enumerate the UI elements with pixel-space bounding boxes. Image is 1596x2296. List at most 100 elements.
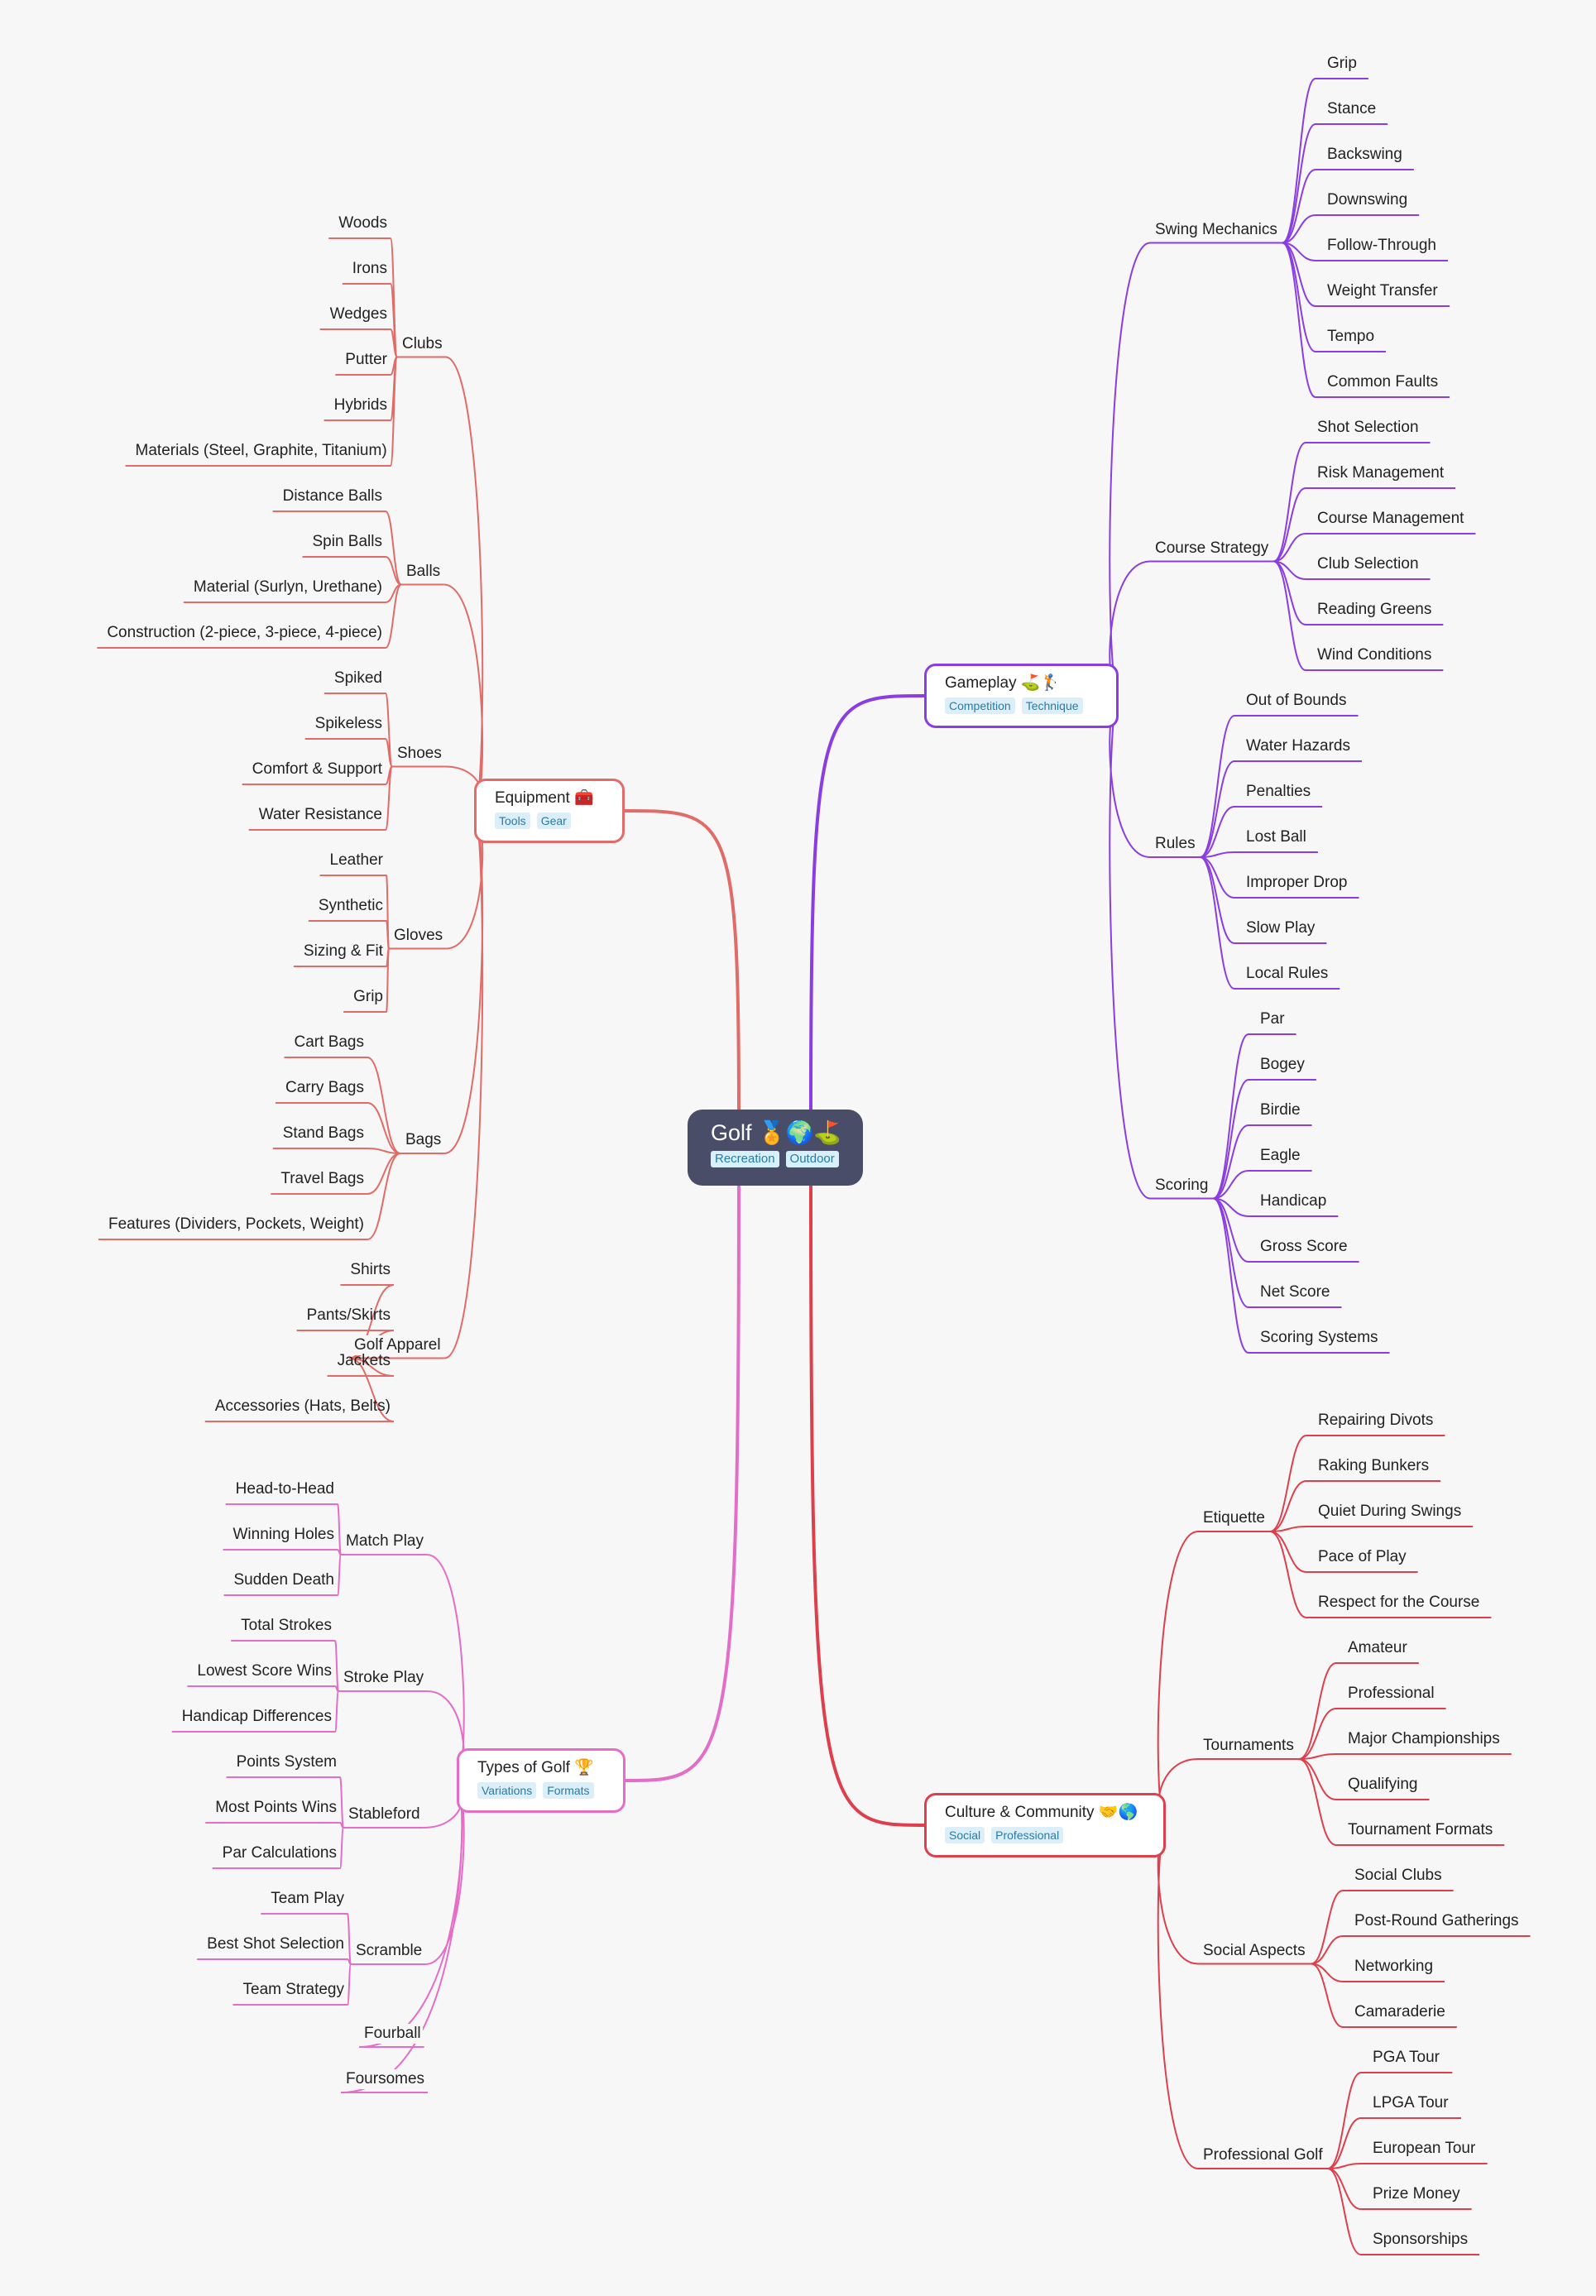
leaf-item[interactable]: Local Rules [1246,965,1329,982]
leaf-item[interactable]: Backswing [1327,146,1402,163]
subtopic-rules[interactable]: Rules [1153,834,1197,854]
leaf-item[interactable]: Bogey [1260,1056,1305,1073]
leaf-item[interactable]: Stand Bags [282,1124,364,1142]
leaf-item[interactable]: Respect for the Course [1318,1594,1480,1611]
leaf-item[interactable]: Features (Dividers, Pockets, Weight) [108,1215,364,1233]
subtopic-scramble[interactable]: Scramble [354,1941,424,1961]
leaf-item[interactable]: Construction (2-piece, 3-piece, 4-piece) [107,624,382,641]
subtopic-clubs[interactable]: Clubs [400,333,444,354]
leaf-item[interactable]: Professional [1348,1685,1435,1702]
leaf-item[interactable]: Downswing [1327,191,1408,209]
subtopic-swing-mechanics[interactable]: Swing Mechanics [1153,219,1279,240]
leaf-item[interactable]: PGA Tour [1373,2049,1440,2066]
leaf-item[interactable]: Water Resistance [258,806,382,823]
leaf-item[interactable]: Sizing & Fit [303,942,383,960]
subtopic-shoes[interactable]: Shoes [395,743,443,764]
subtopic-golf-apparel[interactable]: Golf Apparel [352,1335,443,1355]
subtopic-balls[interactable]: Balls [405,561,443,582]
subtopic-stroke-play[interactable]: Stroke Play [342,1668,426,1688]
leaf-item[interactable]: Materials (Steel, Graphite, Titanium) [135,442,387,459]
leaf-item[interactable]: LPGA Tour [1373,2094,1449,2111]
subtopic-scoring[interactable]: Scoring [1153,1175,1210,1196]
subtopic-professional-golf[interactable]: Professional Golf [1201,2145,1325,2165]
leaf-item[interactable]: Grip [353,988,383,1005]
leaf-item[interactable]: Stance [1327,100,1377,117]
leaf-item[interactable]: Distance Balls [282,487,382,505]
leaf-item[interactable]: Tournament Formats [1348,1821,1493,1838]
leaf-item[interactable]: Grip [1327,55,1357,72]
leaf-item[interactable]: Networking [1354,1958,1434,1975]
leaf-item[interactable]: Synthetic [318,897,383,914]
leaf-item[interactable]: Travel Bags [280,1170,364,1187]
leaf-item[interactable]: Wind Conditions [1317,646,1432,664]
leaf-item[interactable]: Follow-Through [1327,237,1436,254]
leaf-item[interactable]: Lost Ball [1246,828,1306,846]
leaf-item[interactable]: Scoring Systems [1260,1329,1378,1346]
leaf-item[interactable]: Par [1260,1010,1285,1028]
leaf-item[interactable]: Head-to-Head [235,1480,334,1498]
leaf-item[interactable]: Handicap Differences [181,1708,332,1725]
subtopic-social-aspects[interactable]: Social Aspects [1201,1940,1307,1961]
leaf-item[interactable]: Pace of Play [1318,1548,1407,1565]
subtopic-gloves[interactable]: Gloves [392,925,445,946]
leaf-item[interactable]: Repairing Divots [1318,1412,1434,1429]
leaf-item[interactable]: Water Hazards [1246,737,1350,755]
leaf-item[interactable]: Reading Greens [1317,601,1432,618]
leaf-item[interactable]: Winning Holes [232,1526,335,1543]
leaf-item[interactable]: Slow Play [1246,919,1316,937]
leaf-item[interactable]: Spiked [333,669,382,687]
leaf-item[interactable]: Improper Drop [1246,874,1348,891]
leaf-item[interactable]: Leather [329,851,383,869]
subtopic-course-strategy[interactable]: Course Strategy [1153,538,1271,558]
subtopic-fourball[interactable]: Fourball [362,2024,423,2044]
leaf-item[interactable]: Eagle [1260,1147,1301,1164]
leaf-item[interactable]: Handicap [1260,1192,1327,1210]
leaf-item[interactable]: Camaraderie [1354,2003,1445,2020]
leaf-item[interactable]: Accessories (Hats, Belts) [214,1397,391,1415]
leaf-item[interactable]: Weight Transfer [1327,282,1438,300]
leaf-item[interactable]: Hybrids [333,396,387,414]
subtopic-stableford[interactable]: Stableford [347,1805,422,1824]
subtopic-etiquette[interactable]: Etiquette [1201,1508,1267,1528]
leaf-item[interactable]: Shot Selection [1317,419,1419,436]
leaf-item[interactable]: Putter [345,351,387,368]
leaf-item[interactable]: Best Shot Selection [207,1935,344,1953]
leaf-item[interactable]: Sponsorships [1373,2231,1469,2248]
subtopic-bags[interactable]: Bags [404,1130,443,1150]
leaf-item[interactable]: Material (Surlyn, Urethane) [193,578,382,596]
leaf-item[interactable]: Prize Money [1373,2185,1460,2203]
leaf-item[interactable]: Team Play [271,1890,344,1907]
leaf-item[interactable]: Sudden Death [233,1571,335,1589]
leaf-item[interactable]: Spikeless [314,715,382,732]
leaf-item[interactable]: Club Selection [1317,555,1419,573]
subtopic-foursomes[interactable]: Foursomes [344,2069,427,2089]
leaf-item[interactable]: Cart Bags [294,1033,364,1051]
leaf-item[interactable]: Irons [352,260,387,277]
leaf-item[interactable]: Post-Round Gatherings [1354,1912,1519,1929]
leaf-item[interactable]: Major Championships [1348,1730,1500,1747]
leaf-item[interactable]: Risk Management [1317,464,1445,482]
leaf-item[interactable]: Net Score [1260,1283,1330,1301]
subtopic-tournaments[interactable]: Tournaments [1201,1736,1296,1756]
leaf-item[interactable]: Pants/Skirts [306,1306,391,1324]
leaf-item[interactable]: European Tour [1373,2140,1476,2157]
leaf-item[interactable]: Carry Bags [285,1079,364,1096]
leaf-item[interactable]: Most Points Wins [215,1799,337,1816]
leaf-item[interactable]: Woods [338,214,387,232]
leaf-item[interactable]: Lowest Score Wins [197,1662,332,1680]
leaf-item[interactable]: Gross Score [1260,1238,1348,1255]
leaf-item[interactable]: Jackets [337,1352,391,1369]
leaf-item[interactable]: Qualifying [1348,1776,1418,1793]
leaf-item[interactable]: Social Clubs [1354,1867,1442,1884]
leaf-item[interactable]: Points System [236,1753,337,1771]
leaf-item[interactable]: Wedges [329,305,387,323]
leaf-item[interactable]: Birdie [1260,1101,1301,1119]
leaf-item[interactable]: Raking Bunkers [1318,1457,1430,1474]
leaf-item[interactable]: Team Strategy [242,1981,345,1998]
leaf-item[interactable]: Penalties [1246,783,1311,800]
